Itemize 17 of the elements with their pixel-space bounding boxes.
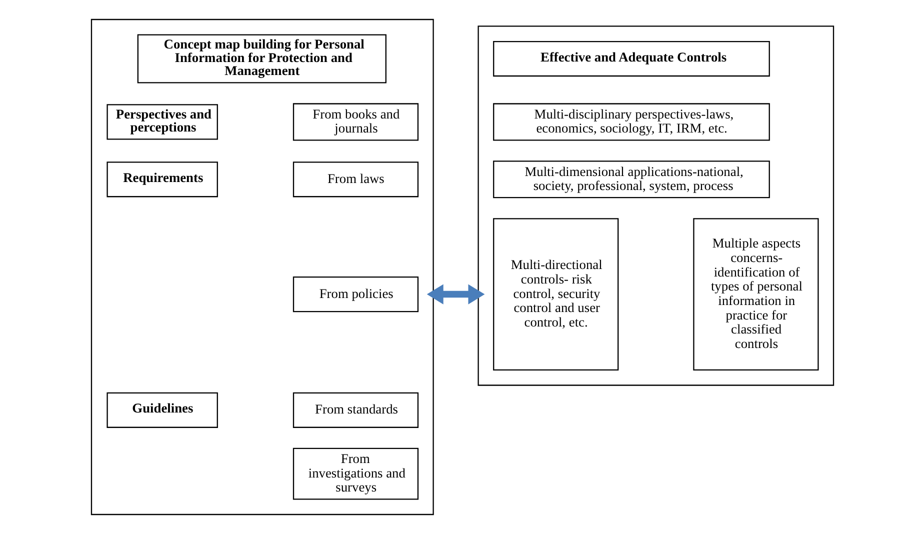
node-box: Multi-directional controls- risk control, security control and user control, etc.: [492, 218, 618, 370]
node-box: Guidelines: [106, 392, 218, 428]
cluster: [477, 26, 834, 386]
node-box: Multi-disciplinary perspectives-laws, economics, sociology, IT, IRM, etc.: [492, 103, 770, 141]
node-box: Multiple aspects concerns- identification of types of personal information in practice for classified controls: [692, 218, 818, 370]
node-box: Perspectives and perceptions: [106, 104, 218, 140]
node-box: Concept map building for Personal Information for Protection and Management: [136, 34, 386, 84]
node-box: Multi-dimensional applications-national, society, professional, system, process: [492, 160, 770, 198]
node-box: From investigations and surveys: [292, 448, 418, 500]
cluster: [90, 18, 434, 516]
node-box: Requirements: [106, 162, 218, 198]
node-box: From standards: [292, 392, 418, 428]
node-box: Effective and Adequate Controls: [492, 40, 770, 77]
node-box: From books and journals: [292, 103, 418, 141]
node-box: From policies: [292, 276, 418, 312]
node-box: From laws: [292, 162, 418, 198]
arrow: [426, 284, 484, 304]
